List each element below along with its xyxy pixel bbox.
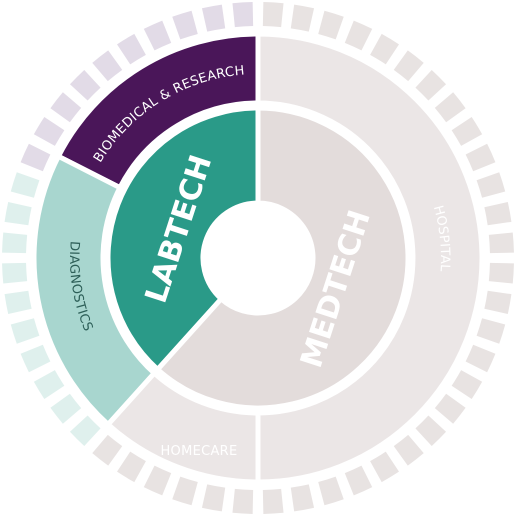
outer-ring-tick [20, 143, 51, 172]
outer-ring-tick [415, 415, 447, 447]
outer-ring-tick [2, 232, 28, 254]
outer-ring-tick [172, 10, 198, 40]
outer-ring-tick [488, 262, 514, 284]
outer-ring-tick [484, 290, 512, 315]
outer-ring-tick [290, 484, 315, 512]
outer-ring-tick [10, 172, 40, 198]
outer-ring-tick [393, 434, 424, 466]
outer-ring-tick [2, 262, 28, 284]
outer-ring-tick [318, 10, 344, 40]
outer-ring-tick [201, 484, 226, 512]
outer-ring-tick [393, 50, 424, 82]
middle-ring [31, 31, 485, 485]
outer-ring-tick [69, 69, 101, 101]
label-homecare: HOMECARE [160, 444, 237, 459]
outer-ring-tick [33, 117, 65, 146]
outer-ring-tick [451, 117, 483, 146]
outer-ring-tick [117, 33, 146, 65]
outer-ring-tick [92, 434, 123, 466]
outer-ring-tick [92, 50, 123, 82]
outer-ring-tick [143, 20, 172, 51]
outer-ring-tick [370, 451, 399, 483]
outer-ring-tick [465, 344, 496, 373]
segment-hospital [255, 31, 485, 485]
outer-ring-tick [201, 4, 226, 32]
outer-ring-tick [415, 69, 447, 101]
outer-ring-tick [476, 318, 506, 344]
outer-ring-tick [50, 92, 82, 123]
segment-homecare [104, 369, 261, 485]
outer-ring-tick [232, 488, 254, 514]
outer-ring-tick [344, 20, 373, 51]
outer-ring-tick [344, 465, 373, 496]
outer-ring-tick [262, 2, 284, 28]
outer-ring-tick [290, 4, 315, 32]
outer-ring-tick [4, 201, 32, 226]
outer-ring-tick [465, 143, 496, 172]
center-hub [203, 203, 313, 313]
outer-ring-tick [20, 344, 51, 373]
outer-ring-tick [50, 393, 82, 424]
outer-ring-tick [434, 92, 466, 123]
outer-ring-tick [476, 172, 506, 198]
outer-ring-tick [4, 290, 32, 315]
outer-ring-tick [117, 451, 146, 483]
outer-ring-tick [69, 415, 101, 447]
outer-ring-tick [434, 393, 466, 424]
outer-ring-tick [232, 2, 254, 28]
outer-ring-tick [484, 201, 512, 226]
outer-ring-tick [262, 488, 284, 514]
outer-ring-tick [33, 370, 65, 399]
outer-ring-tick [318, 476, 344, 506]
outer-ring-tick [451, 370, 483, 399]
outer-ring-tick [370, 33, 399, 65]
segment-diagnostics [31, 152, 158, 428]
outer-ring-tick [10, 318, 40, 344]
outer-ring-tick [143, 465, 172, 496]
outer-ring-tick [172, 476, 198, 506]
outer-ring-tick [488, 232, 514, 254]
